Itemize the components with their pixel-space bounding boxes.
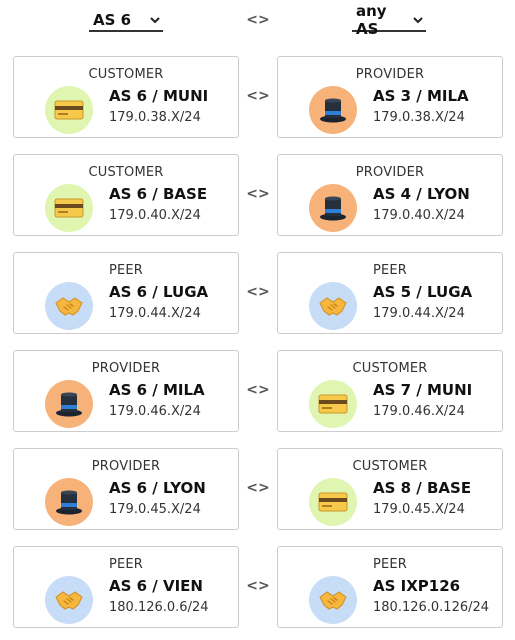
role-label: PEER — [108, 557, 144, 572]
ip-prefix: 180.126.0.126/24 — [373, 600, 490, 615]
relationship-row: CUSTOMER AS 6 / MUNI 179.0.38.X/24 <> PR… — [0, 56, 515, 138]
credit-card-icon — [309, 478, 357, 526]
as-name: AS 6 / LYON — [109, 479, 206, 497]
role-label: PROVIDER — [355, 67, 425, 82]
as-name: AS 5 / LUGA — [373, 283, 473, 301]
as-name: AS 6 / LUGA — [109, 283, 209, 301]
as-name: AS IXP126 — [373, 577, 461, 595]
role-label: PEER — [108, 263, 144, 278]
ip-prefix: 179.0.45.X/24 — [373, 502, 465, 517]
role-label: CUSTOMER — [88, 67, 164, 82]
remote-as-card[interactable]: PEER AS 5 / LUGA 179.0.44.X/24 — [277, 252, 503, 334]
role-label: PEER — [372, 263, 408, 278]
as-name: AS 3 / MILA — [373, 87, 469, 105]
ip-prefix: 179.0.40.X/24 — [373, 208, 465, 223]
role-label: PROVIDER — [91, 361, 161, 376]
credit-card-icon — [45, 86, 93, 134]
relationship-row: CUSTOMER AS 6 / BASE 179.0.40.X/24 <> PR… — [0, 154, 515, 236]
local-as-card[interactable]: PROVIDER AS 6 / MILA 179.0.46.X/24 — [13, 350, 239, 432]
ip-prefix: 179.0.44.X/24 — [373, 306, 465, 321]
row-separator: <> — [246, 88, 270, 104]
role-label: CUSTOMER — [352, 361, 428, 376]
row-separator: <> — [246, 480, 270, 496]
chevron-down-icon — [147, 14, 163, 27]
local-as-card[interactable]: PEER AS 6 / LUGA 179.0.44.X/24 — [13, 252, 239, 334]
left-as-selector-label: AS 6 — [93, 11, 132, 29]
top-hat-icon — [309, 86, 357, 134]
handshake-icon — [45, 576, 93, 624]
header: AS 6 <> any AS — [0, 0, 515, 44]
local-as-card[interactable]: PEER AS 6 / VIEN 180.126.0.6/24 — [13, 546, 239, 628]
role-label: PROVIDER — [355, 165, 425, 180]
handshake-icon — [309, 576, 357, 624]
credit-card-icon — [45, 184, 93, 232]
local-as-card[interactable]: CUSTOMER AS 6 / MUNI 179.0.38.X/24 — [13, 56, 239, 138]
handshake-icon — [45, 282, 93, 330]
relationship-row: PROVIDER AS 6 / LYON 179.0.45.X/24 <> CU… — [0, 448, 515, 530]
right-as-selector-label: any AS — [356, 2, 387, 38]
local-as-card[interactable]: CUSTOMER AS 6 / BASE 179.0.40.X/24 — [13, 154, 239, 236]
ip-prefix: 179.0.44.X/24 — [109, 306, 201, 321]
handshake-icon — [309, 282, 357, 330]
row-separator: <> — [246, 382, 270, 398]
role-label: PROVIDER — [91, 459, 161, 474]
as-name: AS 7 / MUNI — [373, 381, 473, 399]
row-separator: <> — [246, 284, 270, 300]
row-separator: <> — [246, 578, 270, 594]
left-as-selector[interactable]: AS 6 — [89, 10, 163, 32]
ip-prefix: 179.0.46.X/24 — [109, 404, 201, 419]
credit-card-icon — [309, 380, 357, 428]
ip-prefix: 179.0.45.X/24 — [109, 502, 201, 517]
right-as-selector[interactable]: any AS — [352, 2, 426, 38]
role-label: CUSTOMER — [88, 165, 164, 180]
ip-prefix: 179.0.38.X/24 — [373, 110, 465, 125]
as-name: AS 6 / MILA — [109, 381, 205, 399]
role-label: PEER — [372, 557, 408, 572]
top-hat-icon — [309, 184, 357, 232]
header-separator: <> — [246, 12, 270, 28]
chevron-down-icon — [410, 14, 426, 27]
remote-as-card[interactable]: CUSTOMER AS 8 / BASE 179.0.45.X/24 — [277, 448, 503, 530]
relationship-row: PEER AS 6 / VIEN 180.126.0.6/24 <> PEER … — [0, 546, 515, 628]
ip-prefix: 179.0.38.X/24 — [109, 110, 201, 125]
relationship-row: PEER AS 6 / LUGA 179.0.44.X/24 <> PEER A… — [0, 252, 515, 334]
remote-as-card[interactable]: PEER AS IXP126 180.126.0.126/24 — [277, 546, 503, 628]
role-label: CUSTOMER — [352, 459, 428, 474]
local-as-card[interactable]: PROVIDER AS 6 / LYON 179.0.45.X/24 — [13, 448, 239, 530]
ip-prefix: 179.0.40.X/24 — [109, 208, 201, 223]
top-hat-icon — [45, 478, 93, 526]
as-name: AS 6 / MUNI — [109, 87, 209, 105]
remote-as-card[interactable]: PROVIDER AS 4 / LYON 179.0.40.X/24 — [277, 154, 503, 236]
ip-prefix: 179.0.46.X/24 — [373, 404, 465, 419]
top-hat-icon — [45, 380, 93, 428]
as-name: AS 6 / VIEN — [109, 577, 203, 595]
relationship-row: PROVIDER AS 6 / MILA 179.0.46.X/24 <> CU… — [0, 350, 515, 432]
remote-as-card[interactable]: PROVIDER AS 3 / MILA 179.0.38.X/24 — [277, 56, 503, 138]
ip-prefix: 180.126.0.6/24 — [109, 600, 209, 615]
as-name: AS 4 / LYON — [373, 185, 470, 203]
remote-as-card[interactable]: CUSTOMER AS 7 / MUNI 179.0.46.X/24 — [277, 350, 503, 432]
row-separator: <> — [246, 186, 270, 202]
as-name: AS 6 / BASE — [109, 185, 208, 203]
as-name: AS 8 / BASE — [373, 479, 472, 497]
